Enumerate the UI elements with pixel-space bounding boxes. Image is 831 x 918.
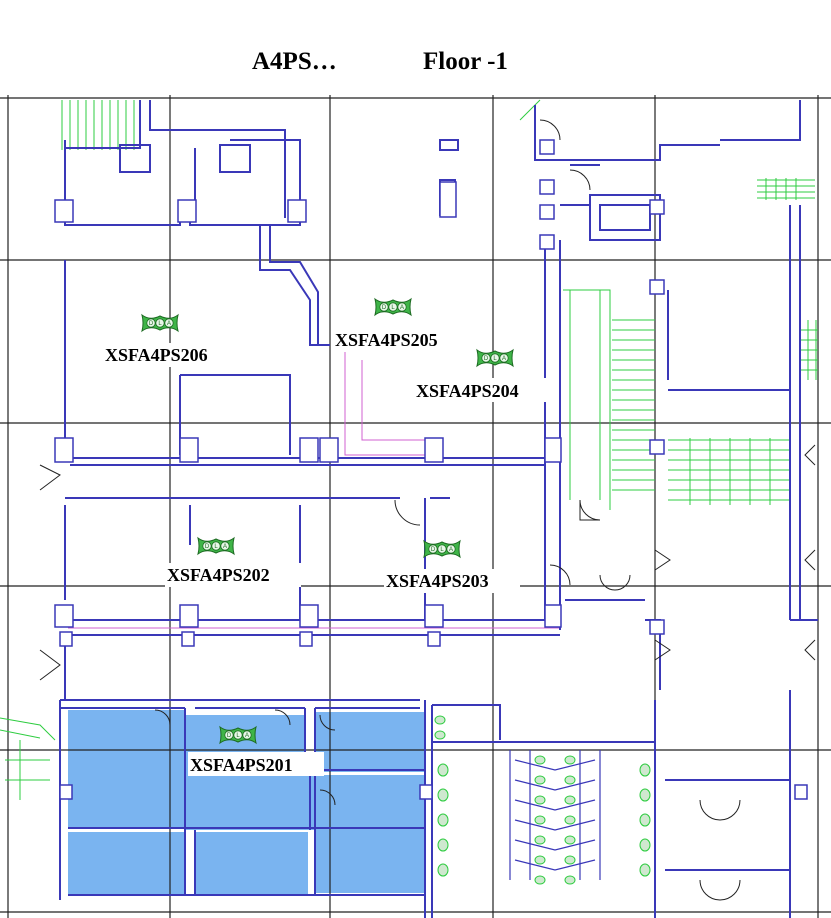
sensor-XSFA4PS204[interactable]: XSFA4PS204 [414, 349, 550, 402]
floor-title[interactable]: Floor -1 [423, 48, 508, 75]
sensor-label: XSFA4PS203 [386, 571, 489, 591]
sensor-label: XSFA4PS204 [416, 381, 519, 401]
sensor-label: XSFA4PS205 [335, 330, 438, 350]
sensor-XSFA4PS202[interactable]: XSFA4PS202 [165, 537, 301, 587]
sensor-XSFA4PS206[interactable]: XSFA4PS206 [103, 314, 243, 367]
service-lines [68, 350, 560, 629]
sensor-XSFA4PS201[interactable]: XSFA4PS201 [188, 726, 324, 776]
washroom-toilets [434, 715, 651, 885]
sensor-XSFA4PS203[interactable]: XSFA4PS203 [384, 540, 520, 593]
sensor-label: XSFA4PS202 [167, 565, 270, 585]
sensor-label: XSFA4PS206 [105, 345, 208, 365]
sensor-label: XSFA4PS201 [190, 755, 293, 775]
columns [54, 139, 808, 800]
dla-sensor-icon[interactable] [423, 540, 461, 558]
dla-sensor-icon[interactable] [197, 537, 235, 555]
dla-sensor-icon[interactable] [374, 298, 412, 316]
doors [39, 119, 816, 901]
dla-sensor-icon[interactable] [476, 349, 514, 367]
washroom-fixtures [509, 750, 601, 880]
floor-plan[interactable]: D L A XSFA4PS206 XSFA4PS205 XSFA4PS204 X… [0, 95, 831, 918]
stairs [0, 99, 818, 800]
building-title: A4PS… [252, 48, 337, 75]
dla-sensor-icon[interactable] [141, 314, 179, 332]
map-header: A4PS… Floor -1 [0, 0, 831, 95]
sensor-XSFA4PS205[interactable]: XSFA4PS205 [333, 298, 469, 352]
dla-sensor-icon[interactable] [219, 726, 257, 744]
